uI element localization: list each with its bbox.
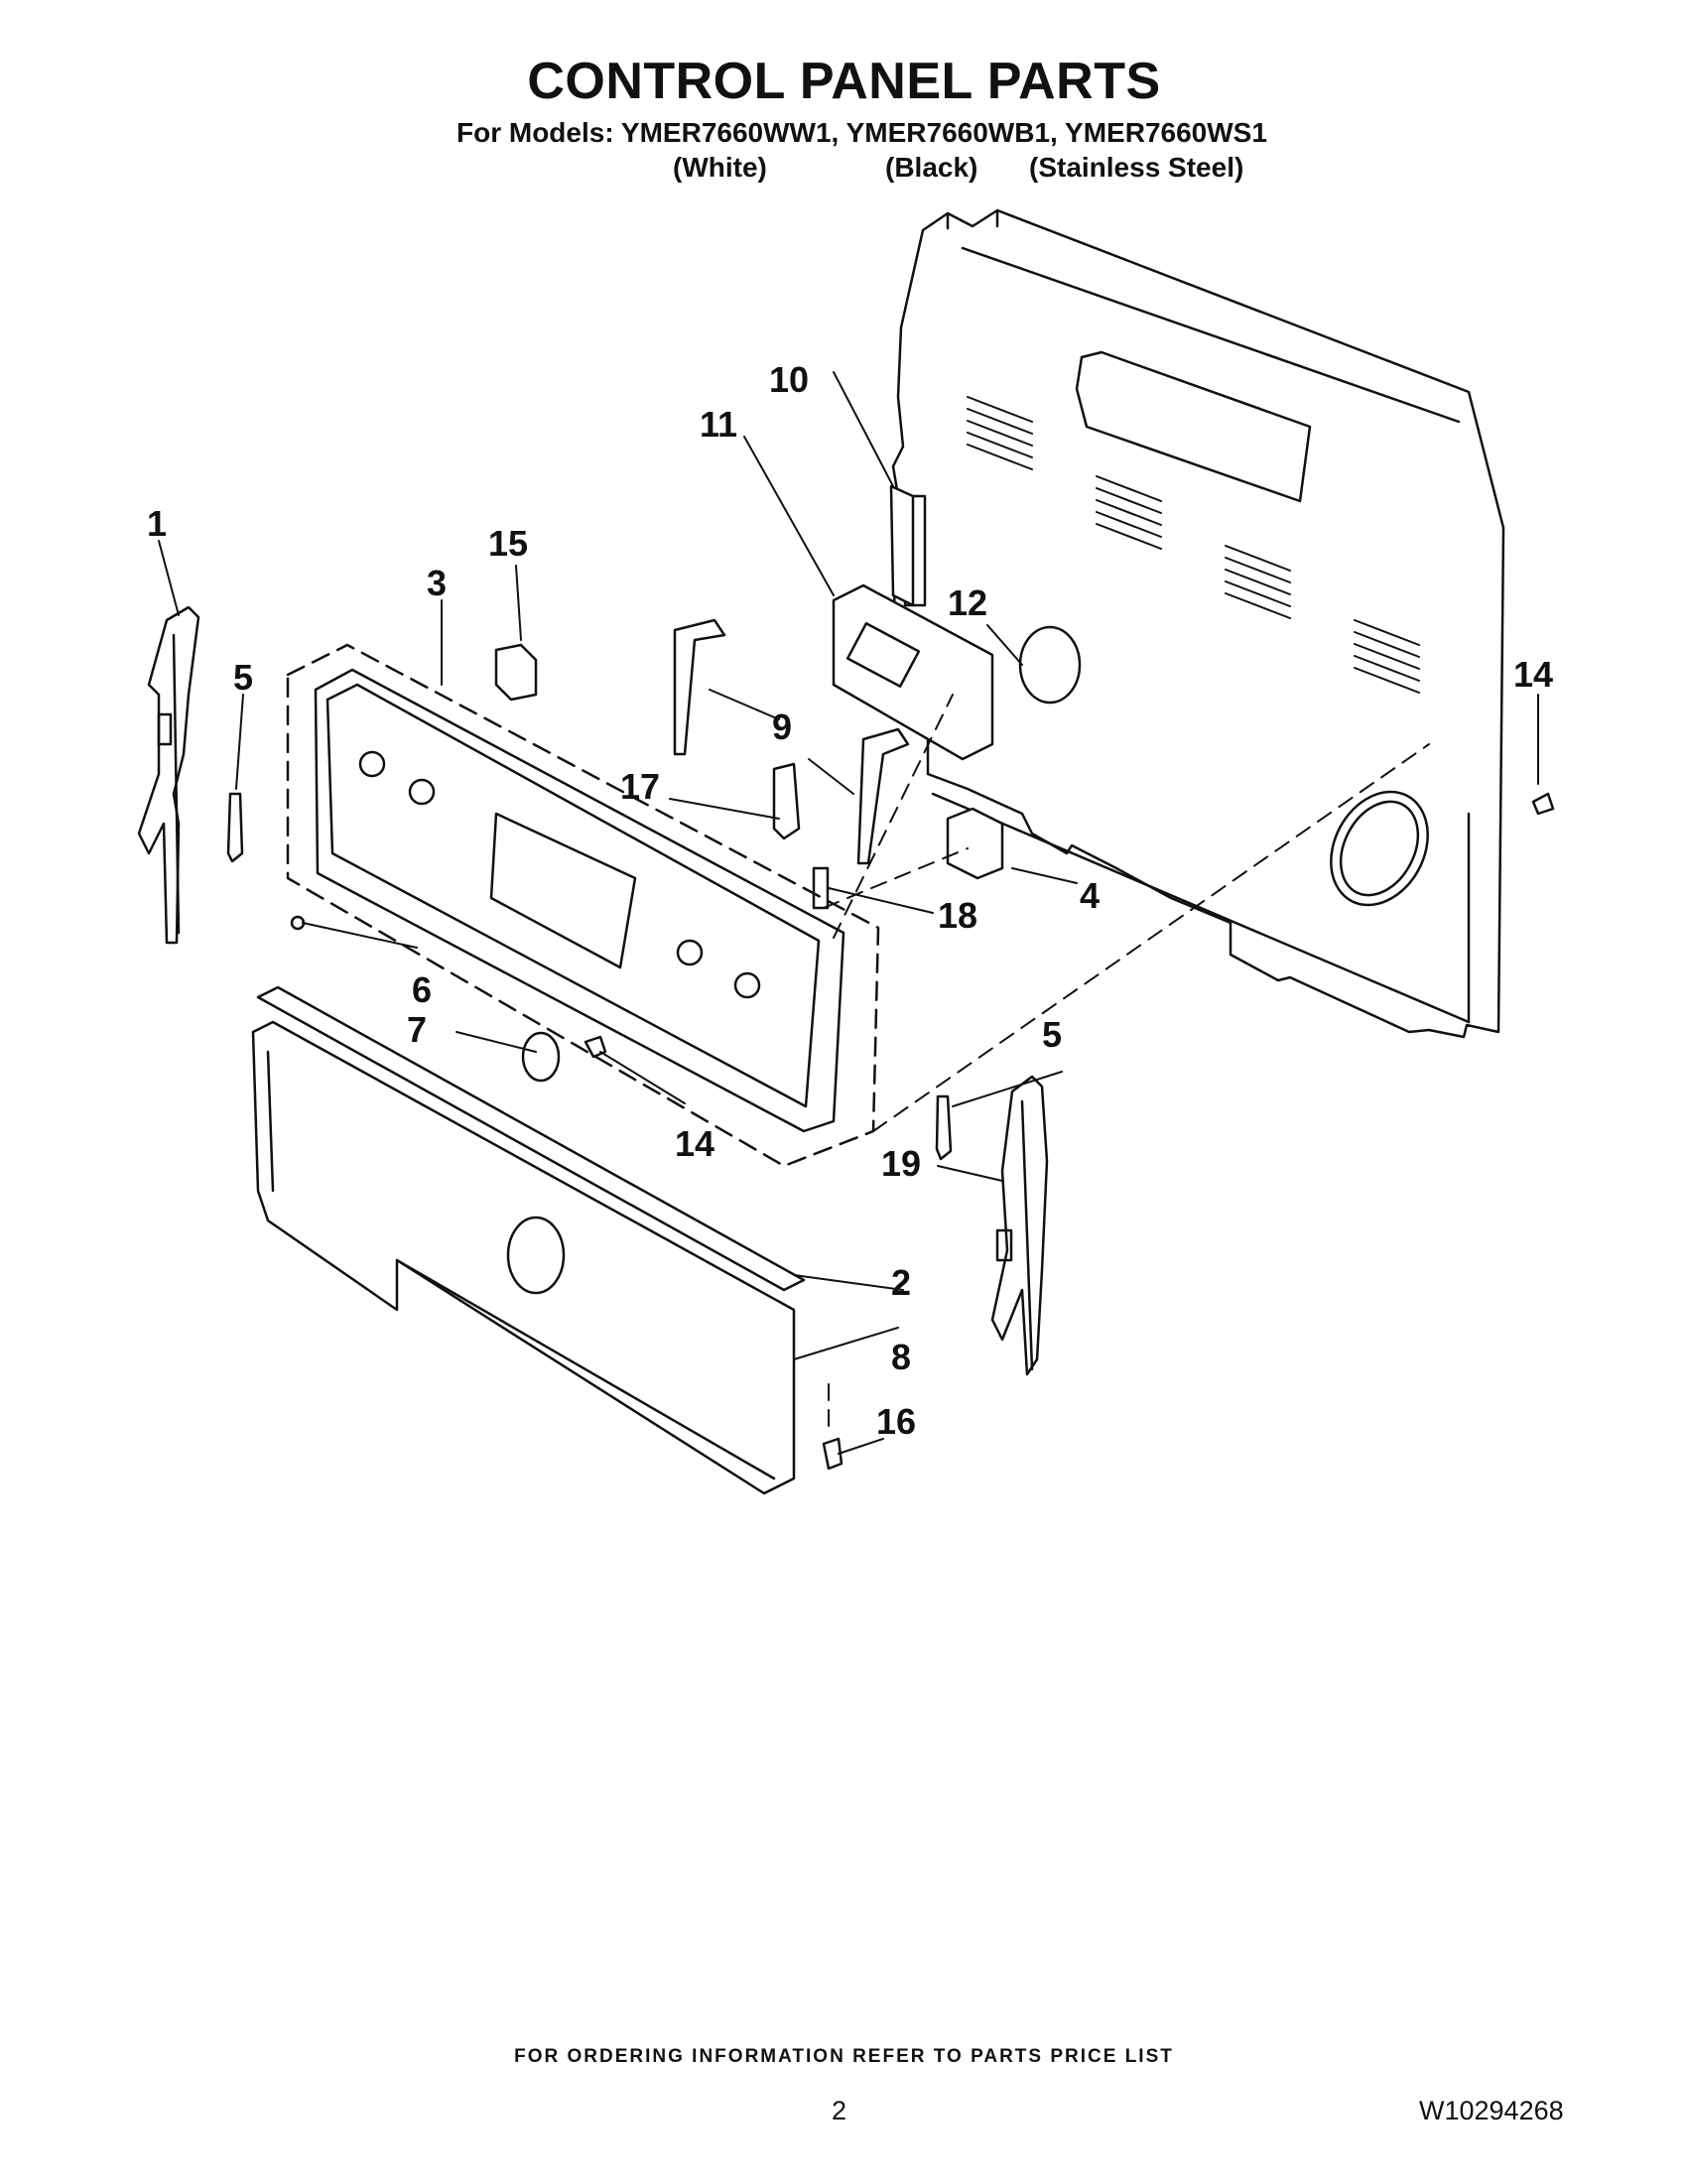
callout-19: 19 (881, 1143, 921, 1184)
callout-labels: 1 2 3 4 5 5 6 7 8 9 10 11 12 14 14 15 16… (147, 359, 1553, 1442)
screw-front (584, 1035, 607, 1059)
callout-2: 2 (891, 1262, 911, 1303)
callout-17: 17 (620, 766, 660, 807)
screw-16 (822, 1437, 844, 1471)
callout-18: 18 (938, 895, 977, 936)
electronic-control (832, 583, 994, 761)
finish-white: (White) (673, 152, 767, 183)
callout-11: 11 (700, 404, 737, 445)
light-18 (812, 866, 830, 910)
bracket-10 (889, 484, 915, 607)
part-15 (494, 643, 538, 702)
callout-3: 3 (427, 563, 447, 603)
models-line: For Models: YMER7660WW1, YMER7660WB1, YM… (456, 117, 1267, 148)
terminal-17 (772, 762, 801, 840)
callout-12: 12 (948, 582, 987, 623)
finish-black: (Black) (885, 152, 978, 183)
control-console (314, 668, 845, 1133)
left-side-bracket (137, 605, 200, 945)
callout-8: 8 (891, 1337, 911, 1377)
manifold-panel (251, 985, 806, 1495)
clip-right (935, 1094, 953, 1161)
callout-14-front: 14 (675, 1123, 714, 1164)
ordering-note: FOR ORDERING INFORMATION REFER TO PARTS … (514, 2046, 1174, 2067)
clock-cover (1018, 625, 1082, 705)
spacer-lower (856, 727, 910, 865)
callout-5-left: 5 (233, 657, 253, 698)
callout-9: 9 (772, 707, 792, 747)
page-title: CONTROL PANEL PARTS (527, 53, 1161, 110)
rear-panel (891, 208, 1505, 1039)
callout-16: 16 (876, 1401, 916, 1442)
knob-7 (521, 1031, 561, 1083)
spacer-upper (673, 618, 726, 756)
screw-rear (1531, 792, 1555, 816)
alignment-lines (823, 694, 1430, 1430)
page-number: 2 (832, 2096, 847, 2125)
callout-14-rear: 14 (1513, 654, 1553, 695)
switch-4 (946, 807, 1004, 880)
document-number: W10294268 (1419, 2096, 1564, 2125)
clip-left (226, 792, 244, 863)
leader-lines (158, 371, 1539, 1455)
callout-1: 1 (147, 503, 167, 544)
vent-slots (967, 396, 1420, 694)
callout-5-right: 5 (1042, 1014, 1062, 1055)
right-side-bracket (990, 1075, 1049, 1376)
finish-stainless: (Stainless Steel) (1029, 152, 1244, 183)
callout-4: 4 (1080, 875, 1100, 916)
callout-7: 7 (407, 1009, 427, 1050)
callout-6: 6 (412, 969, 432, 1010)
callout-10: 10 (769, 359, 809, 400)
callout-15: 15 (488, 523, 528, 564)
